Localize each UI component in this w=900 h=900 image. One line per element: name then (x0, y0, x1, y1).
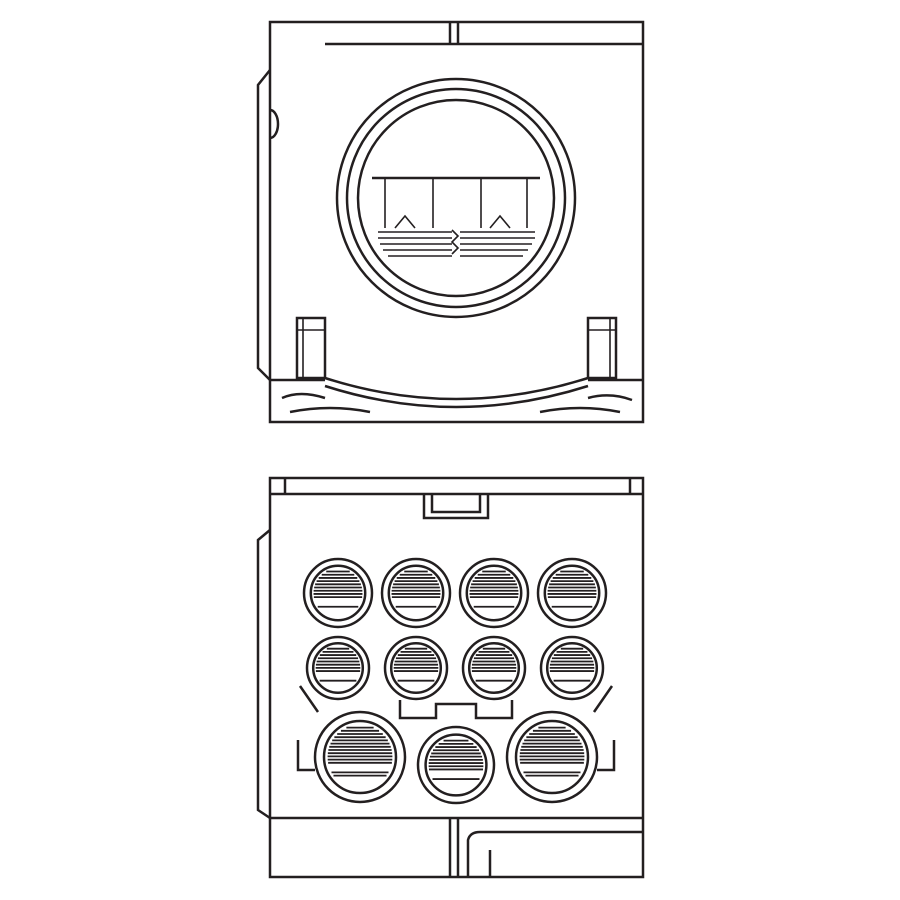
front-view (256, 476, 645, 879)
wire-hole-3 (458, 557, 530, 629)
wire-hole-1 (302, 557, 374, 629)
latch-right (586, 316, 618, 380)
latch-left (295, 316, 327, 380)
front-body-outline (268, 476, 645, 879)
side-flange (256, 69, 271, 381)
top-view (256, 20, 645, 424)
outer-ring (335, 77, 577, 319)
wire-hole-7 (461, 635, 527, 701)
top-body-outline (268, 20, 645, 424)
wire-hole-9 (313, 710, 407, 804)
wire-hole-5 (305, 635, 371, 701)
wire-hole-8 (539, 635, 605, 701)
top-latch-slot (422, 494, 490, 520)
side-flange-front (256, 529, 271, 820)
base-curve (324, 376, 589, 401)
wire-hole-10 (416, 725, 496, 805)
wire-hole-4 (536, 557, 608, 629)
wire-hole-6 (383, 635, 449, 701)
wire-hole-2 (380, 557, 452, 629)
wire-holes (302, 557, 608, 805)
wire-entry-circle (356, 98, 556, 298)
clamp-screw-threads (378, 229, 535, 257)
wire-hole-11 (505, 710, 599, 804)
web-lines (296, 685, 616, 772)
